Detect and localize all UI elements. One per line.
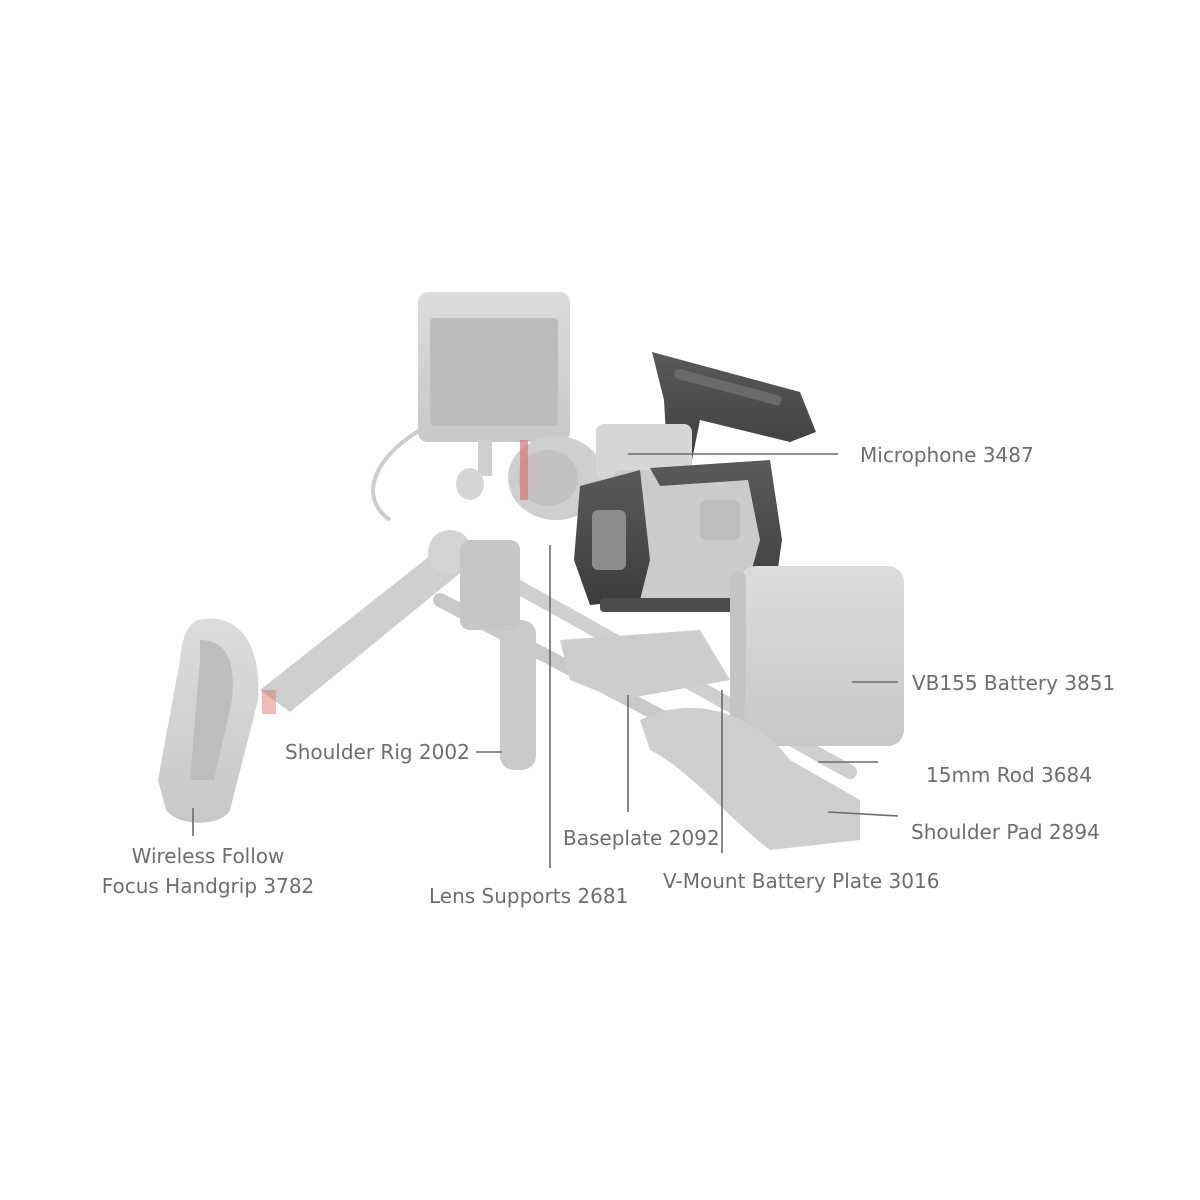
label-shoulder-pad: Shoulder Pad 2894 [911,820,1100,844]
label-v-mount-plate: V-Mount Battery Plate 3016 [663,869,940,893]
camera-body [596,424,762,610]
monitor [371,292,570,522]
handgrip [158,618,276,823]
label-vb155-battery: VB155 Battery 3851 [912,671,1116,695]
label-15mm-rod: 15mm Rod 3684 [926,763,1092,787]
shoulder-pad [640,707,860,850]
label-microphone: Microphone 3487 [860,443,1034,467]
label-lens-supports: Lens Supports 2681 [429,884,629,908]
lens-assembly [456,436,604,520]
label-handgrip-line1: Wireless Follow [131,844,285,868]
label-handgrip: Wireless Follow Focus Handgrip 3782 [98,841,318,901]
top-handle [652,352,816,470]
leader-shoulder-pad [827,811,899,817]
label-baseplate: Baseplate 2092 [563,826,720,850]
battery [730,566,904,746]
shoulder-rig-arm [260,530,536,770]
label-handgrip-line2: Focus Handgrip 3782 [101,874,315,898]
label-shoulder-rig: Shoulder Rig 2002 [285,740,470,764]
baseplate [560,630,730,700]
camera-cage [574,460,782,612]
